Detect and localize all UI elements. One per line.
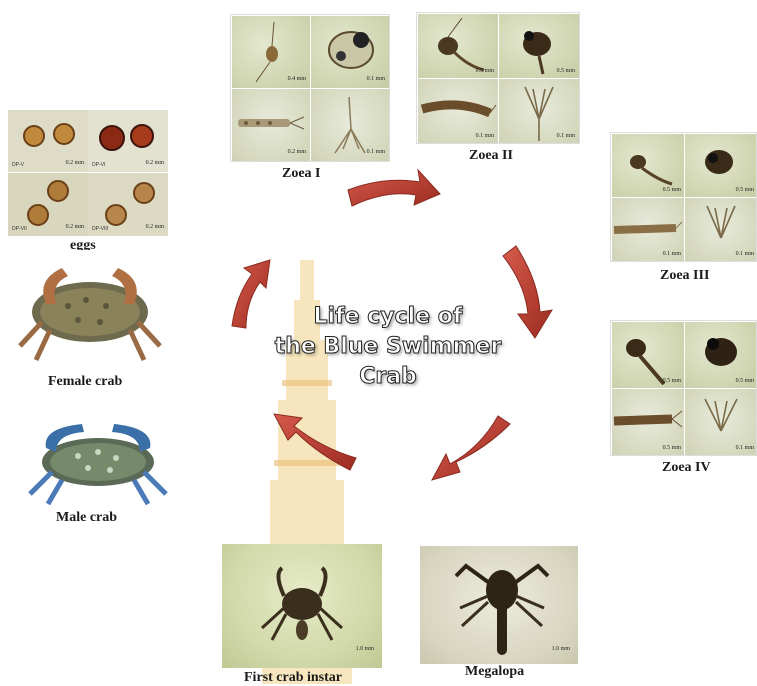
zoea3-scale-b: 0.5 mm: [736, 187, 754, 193]
zoea3-cell-c: 0.1 mm: [612, 198, 684, 261]
zoea2-scale-a: 0.5 mm: [476, 68, 494, 74]
zoea4-caption: Zoea IV: [662, 460, 711, 476]
egg-label-1: DP-V: [12, 162, 24, 168]
megalopa-image: 1.0 mm: [420, 546, 578, 664]
megalopa-caption: Megalopa: [465, 664, 524, 680]
egg-label-3: DP-VII: [12, 226, 27, 232]
egg-scale-1: 0.2 mm: [66, 160, 84, 166]
zoea3-cell-a: 0.5 mm: [612, 134, 684, 197]
zoea2-scale-c: 0.1 mm: [476, 133, 494, 139]
zoea4-cell-a: 0.5 mm: [612, 322, 684, 388]
zoea2-caption: Zoea II: [469, 148, 513, 164]
zoea1-cell-a: 0.4 mm: [232, 16, 310, 88]
male-crab-image: [12, 404, 182, 508]
zoea3-scale-d: 0.1 mm: [736, 251, 754, 257]
zoea2-scale-b: 0.5 mm: [557, 68, 575, 74]
zoea1-scale-c: 0.2 mm: [288, 149, 306, 155]
megalopa-scale: 1.0 mm: [552, 646, 570, 652]
zoea1-scale-a: 0.4 mm: [288, 76, 306, 82]
eggs-cell-4: DP-VIII 0.2 mm: [88, 173, 168, 236]
zoea3-cell-b: 0.5 mm: [685, 134, 757, 197]
arrow-eggs-to-zoea1: [232, 260, 270, 328]
eggs-cell-2: DP-VI 0.2 mm: [88, 110, 168, 172]
zoea4-cell-b: 0.5 mm: [685, 322, 757, 388]
eggs-image: DP-V 0.2 mm DP-VI 0.2 mm DP-VII 0.2 mm D…: [8, 110, 168, 236]
eggs-cell-1: DP-V 0.2 mm: [8, 110, 88, 172]
zoea3-image: 0.5 mm 0.5 mm 0.1 mm 0.1 mm: [610, 132, 757, 262]
zoea1-cell-c: 0.2 mm: [232, 89, 310, 161]
zoea2-scale-d: 0.1 mm: [557, 133, 575, 139]
egg-scale-2: 0.2 mm: [146, 160, 164, 166]
female-crab-icon: [6, 250, 174, 372]
zoea1-scale-b: 0.1 mm: [367, 76, 385, 82]
eggs-cell-3: DP-VII 0.2 mm: [8, 173, 88, 236]
zoea2-cell-d: 0.1 mm: [499, 79, 579, 143]
zoea4-scale-a: 0.5 mm: [663, 378, 681, 384]
zoea4-cell-d: 0.1 mm: [685, 389, 757, 455]
first-crab-scale: 1.0 mm: [356, 646, 374, 652]
female-crab-image: [6, 250, 174, 372]
arrow-zoea2-to-zoea4: [503, 246, 552, 338]
zoea4-cell-c: 0.5 mm: [612, 389, 684, 455]
egg-label-2: DP-VI: [92, 162, 105, 168]
egg-scale-4: 0.2 mm: [146, 224, 164, 230]
zoea2-image: 0.5 mm 0.5 mm 0.1 mm 0.1 mm: [416, 12, 580, 144]
zoea3-scale-c: 0.1 mm: [663, 251, 681, 257]
zoea4-image: 0.5 mm 0.5 mm 0.5 mm 0.1 mm: [610, 320, 757, 456]
first-crab-image: 1.0 mm: [222, 544, 382, 668]
zoea4-scale-d: 0.1 mm: [736, 445, 754, 451]
arrow-zoea1-to-zoea2: [348, 170, 440, 206]
egg-scale-3: 0.2 mm: [66, 224, 84, 230]
zoea1-cell-b: 0.1 mm: [311, 16, 389, 88]
zoea3-cell-d: 0.1 mm: [685, 198, 757, 261]
arrow-firstcrab-to-adult: [274, 414, 356, 470]
zoea1-image: 0.4 mm 0.1 mm 0.2 mm 0.1 mm: [230, 14, 390, 162]
male-crab-icon: [12, 404, 182, 508]
zoea4-scale-c: 0.5 mm: [663, 445, 681, 451]
zoea2-cell-c: 0.1 mm: [418, 79, 498, 143]
zoea1-caption: Zoea I: [282, 166, 321, 182]
zoea1-cell-d: 0.1 mm: [311, 89, 389, 161]
zoea3-scale-a: 0.5 mm: [663, 187, 681, 193]
arrow-zoea4-to-megalopa: [432, 416, 510, 480]
zoea3-caption: Zoea III: [660, 268, 709, 284]
zoea4-scale-b: 0.5 mm: [736, 378, 754, 384]
male-crab-caption: Male crab: [56, 510, 117, 526]
zoea2-cell-a: 0.5 mm: [418, 14, 498, 78]
zoea1-scale-d: 0.1 mm: [367, 149, 385, 155]
zoea2-cell-b: 0.5 mm: [499, 14, 579, 78]
egg-label-4: DP-VIII: [92, 226, 108, 232]
female-crab-caption: Female crab: [48, 374, 122, 390]
